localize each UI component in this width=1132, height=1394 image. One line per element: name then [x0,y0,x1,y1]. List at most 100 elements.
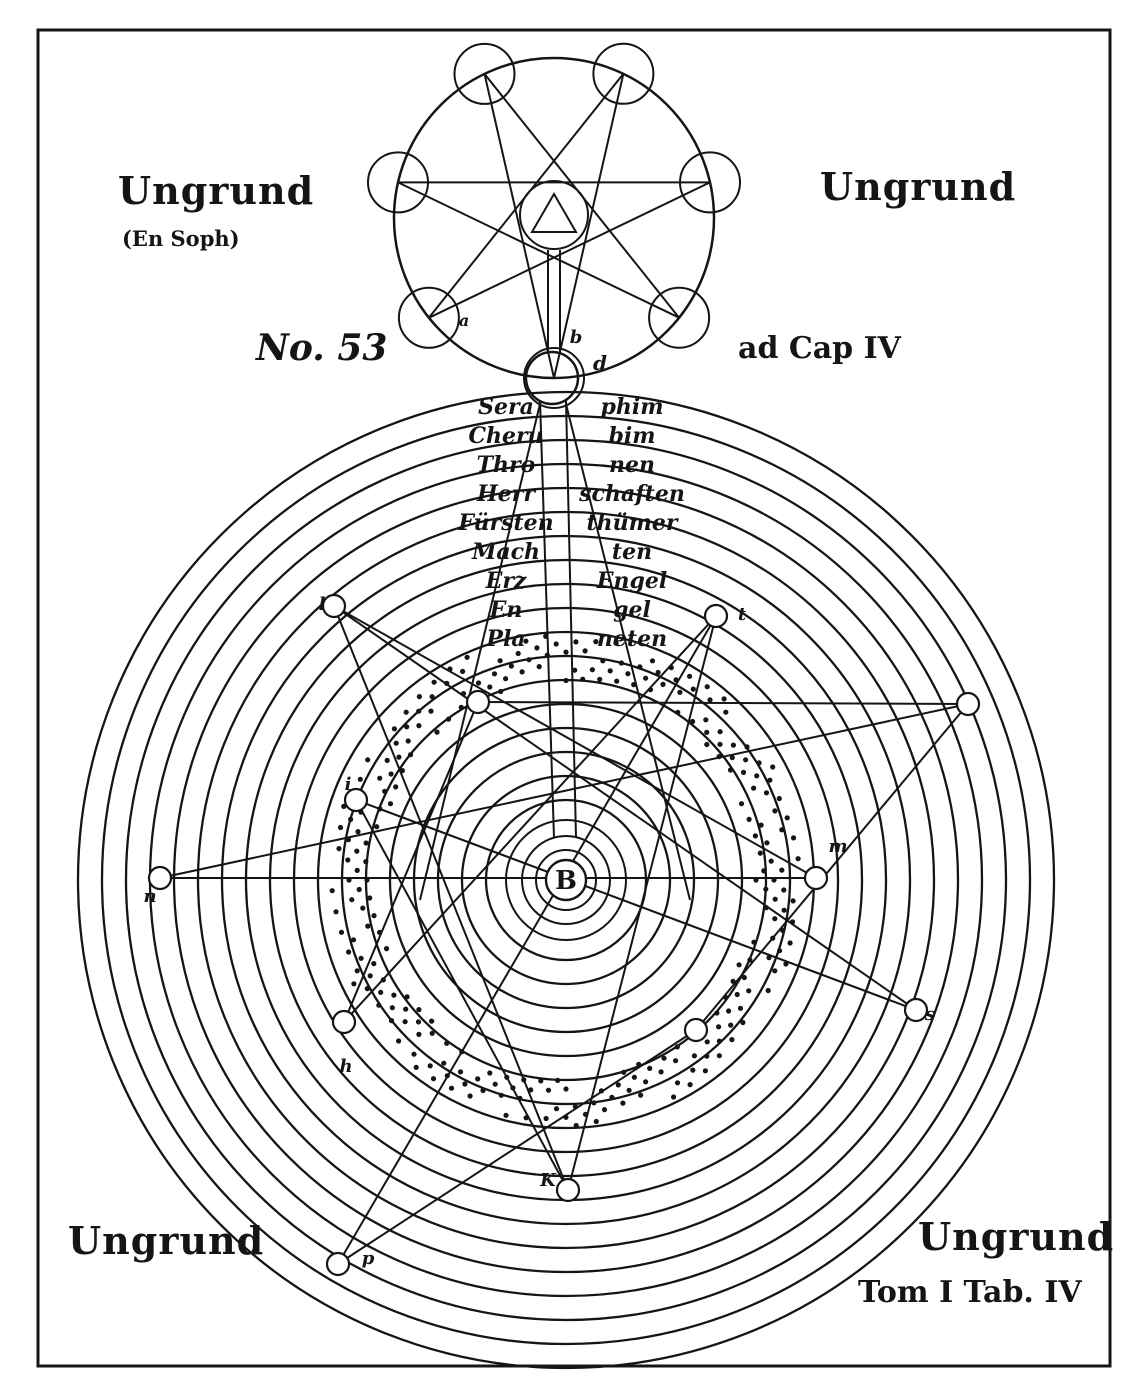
stardust-dot [727,767,734,773]
inner-core-ring [535,849,597,911]
stardust-dot [403,709,409,715]
stardust-dot [790,898,796,904]
stardust-dot [526,657,532,663]
stardust-dot [674,1080,681,1086]
upper-node-circle [523,347,585,409]
stardust-dot [765,987,771,994]
star-ray [695,703,969,1031]
upper-center-circle [519,180,589,250]
star-ray [355,799,569,1191]
star-point-node [343,787,369,813]
stardust-dot [721,696,727,702]
stardust-dot [329,888,335,894]
stardust-dot [756,760,762,766]
stardust-dot [781,887,787,893]
choir-label-left: Mach [471,539,540,565]
star-point-node [703,603,729,629]
star-ray [343,701,479,1023]
stardust-dot [348,816,354,823]
star-ray [355,799,917,1011]
stardust-dot [543,1115,549,1122]
upper-star-line [428,181,711,319]
label-ungrund-bottom-left: Ungrund [68,1218,265,1263]
stardust-dot [707,697,713,703]
stardust-dot [416,1007,422,1013]
cosmos-ring [436,750,696,1010]
stardust-dot [716,1038,723,1044]
cosmos-ring [172,486,960,1274]
stardust-dot [716,1024,722,1030]
cosmos-ring [292,606,840,1154]
star-ray [567,615,717,1191]
stardust-dot [690,718,696,725]
stardust-dot [637,664,643,670]
stardust-dot [779,827,785,833]
stardust-dot [717,741,723,747]
stardust-dot [404,994,410,1000]
stardust-dot [615,1082,621,1088]
cosmos-ring [412,726,720,1034]
stardust-dot [396,754,402,760]
chapter-reference: ad Cap IV [738,331,901,366]
star-point-node [325,1251,351,1277]
stardust-dot [573,639,579,645]
stardust-dot [497,658,503,664]
upper-apex-letter: b [570,327,583,348]
inner-core-ring [505,819,627,941]
stardust-dot [404,724,410,730]
stardust-dot [538,1078,544,1084]
stardust-dot [387,801,394,807]
stardust-dot [691,1053,698,1059]
stardust-dot [729,1037,735,1043]
stardust-dot [416,723,422,729]
choir-label-left: Cheru [468,423,543,449]
stardust-dot [402,1019,408,1025]
star-point-node [465,689,491,715]
stardust-dot [429,1018,435,1024]
star-point-node [903,997,929,1023]
axis-ray [539,399,555,839]
stardust-dot [740,769,747,776]
stardust-dot [714,1010,720,1016]
stardust-dot [503,1112,509,1118]
stardust-dot [704,684,710,690]
stardust-dot [355,829,361,835]
stardust-dot [738,801,745,807]
axis-ray [565,399,577,839]
stardust-dot [457,1069,464,1075]
stardust-dot [475,1076,481,1082]
stardust-dot [487,1070,493,1076]
choir-label-left: Sera [478,394,534,420]
upper-star-line [553,73,625,379]
stardust-dot [767,777,773,783]
upper-node-circle [648,286,711,349]
upper-apex-letter: d [593,351,607,375]
star-ray [333,605,817,879]
stardust-dot [357,776,363,782]
stardust-dot [702,1068,709,1074]
cosmos-ring [484,798,648,962]
stardust-dot [427,1063,433,1069]
stardust-dot [553,1106,560,1112]
plate-number: No. 53 [256,327,388,369]
star-point-letter: K [539,1170,557,1191]
stardust-dot [741,974,747,981]
stardust-dot [508,663,514,669]
stardust-dot [772,896,778,902]
stardust-dot [600,658,606,664]
stardust-dot [580,676,586,682]
stardust-dot [445,716,452,722]
stardust-dot [403,1006,409,1012]
choir-label-left: Thro [477,452,536,478]
star-ray [337,1029,697,1265]
stardust-dot [649,658,656,664]
stardust-dot [704,729,710,735]
stardust-dot [428,708,434,714]
stardust-dot [519,669,525,675]
stardust-dot [620,1100,626,1106]
cosmos-ring [268,582,864,1178]
choir-label-right: bim [608,423,655,449]
stardust-dot [677,689,683,695]
stardust-dot [434,729,440,735]
stardust-dot [376,1002,382,1008]
